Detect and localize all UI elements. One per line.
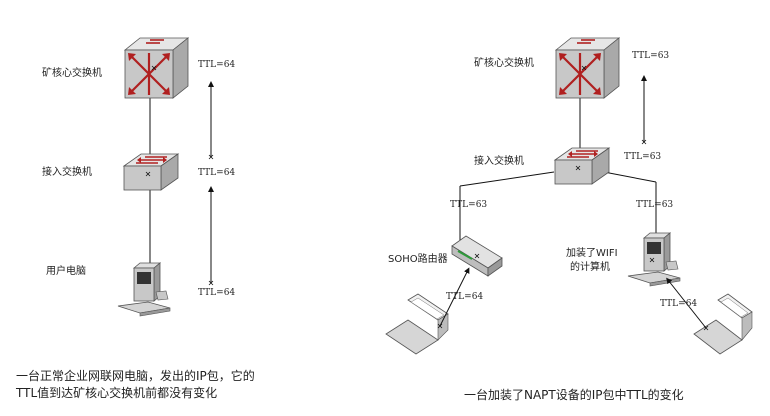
ttl-label-right-core: TTL=63 <box>632 51 670 61</box>
ttl-label-router-uplink: TTL=63 <box>450 200 488 210</box>
caption-left-line2: TTL值到达矿核心交换机前都没有变化 <box>16 386 218 400</box>
core-switch-label-left: 矿核心交换机 <box>42 68 102 79</box>
ttl-markers-right <box>437 65 709 331</box>
ttl-arrow-laptop-left <box>439 267 470 327</box>
ttl-label-wifi-uplink: TTL=63 <box>636 200 674 210</box>
laptop-left-icon <box>385 293 449 355</box>
core-switch-icon <box>123 37 190 99</box>
wifi-pc-label-line1: 加装了WIFI <box>566 248 618 259</box>
core-switch-icon-right <box>554 37 621 99</box>
wifi-pc-label-line2: 的计算机 <box>570 262 610 273</box>
user-pc-label: 用户电脑 <box>46 266 86 277</box>
user-pc-icon <box>117 262 171 317</box>
ttl-label-left-access: TTL=64 <box>198 168 236 178</box>
wifi-pc-icon <box>627 232 681 287</box>
ttl-arrow-laptop-right <box>666 277 707 329</box>
ttl-label-laptop-left: TTL=64 <box>446 292 484 302</box>
link-access-wifi-h <box>603 171 657 183</box>
ttl-label-left-core: TTL=64 <box>198 60 236 70</box>
caption-right: 一台加装了NAPT设备的IP包中TTL的变化 <box>464 388 684 402</box>
soho-router-icon <box>451 235 503 277</box>
ttl-label-left-pc: TTL=64 <box>198 288 236 298</box>
access-switch-icon <box>122 153 180 191</box>
link-access-router-h <box>459 171 555 187</box>
soho-router-label: SOHO路由器 <box>388 254 448 265</box>
access-switch-icon-right <box>553 147 611 185</box>
caption-left-line1: 一台正常企业网联网电脑，发出的IP包，它的 <box>16 369 255 383</box>
ttl-markers-left <box>145 65 214 286</box>
ttl-label-laptop-right: TTL=64 <box>660 299 698 309</box>
access-switch-label-right: 接入交换机 <box>474 156 524 167</box>
core-switch-label-right: 矿核心交换机 <box>474 58 534 69</box>
access-switch-label-left: 接入交换机 <box>42 167 92 178</box>
ttl-label-right-access: TTL=63 <box>624 152 662 162</box>
